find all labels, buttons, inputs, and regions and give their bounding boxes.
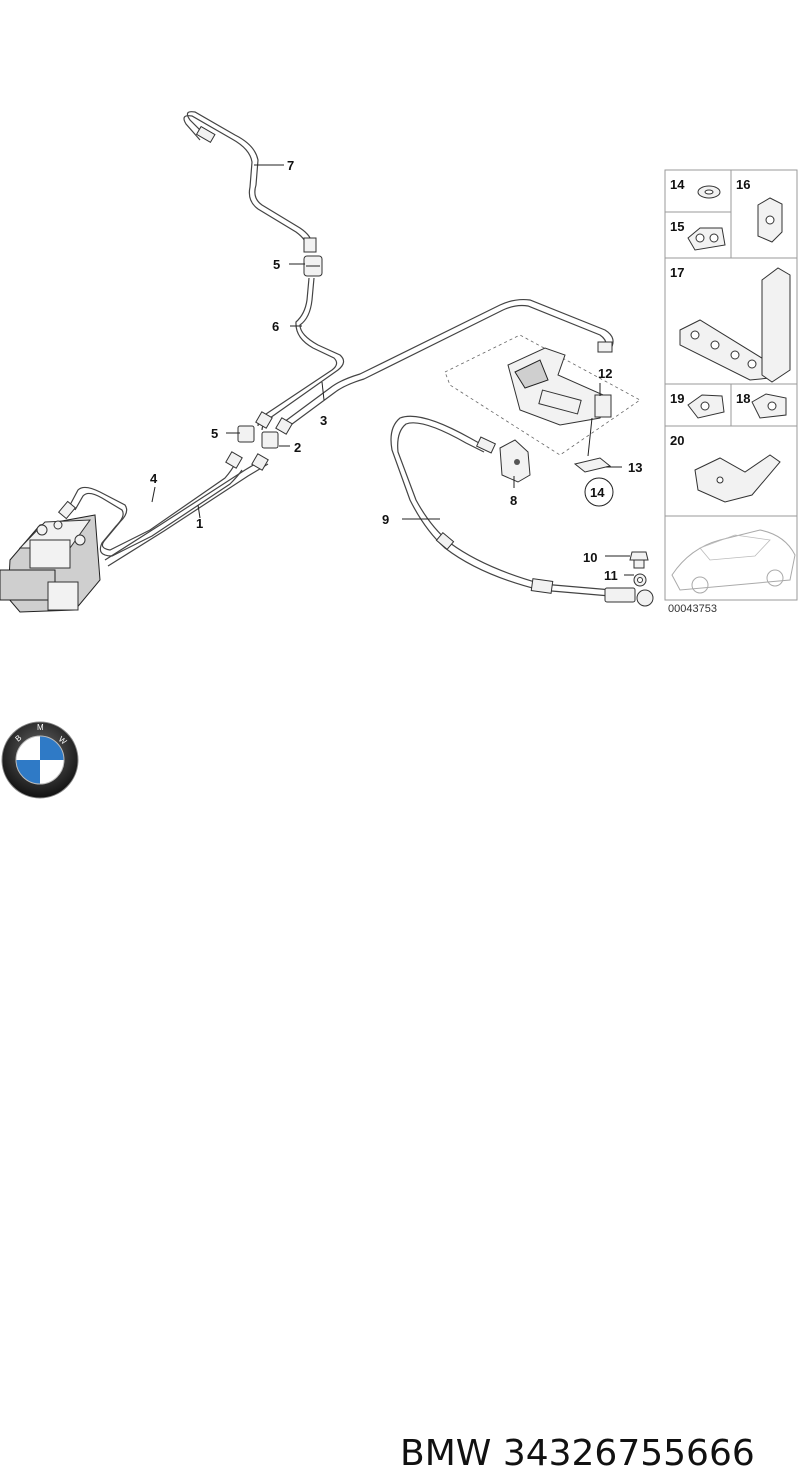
- hose-9-mid-fitting: [435, 531, 455, 551]
- pipe-6: [257, 277, 345, 431]
- hose-9-upper-fitting: [475, 436, 497, 454]
- panel-part-20-bracket: [694, 454, 781, 503]
- car-locator-sketch: [671, 529, 796, 594]
- hose-9-lower-fitting: [530, 578, 654, 607]
- part-number: 34326755666: [502, 1433, 755, 1474]
- callout-12: 12: [598, 366, 612, 381]
- panel-label-20: 20: [670, 433, 684, 448]
- callout-4: 4: [150, 471, 158, 486]
- pipe-fitting-7: [195, 125, 216, 144]
- callout-11: 11: [604, 568, 618, 583]
- panel-part-19-clip: [687, 394, 725, 419]
- image-code: 00043753: [668, 603, 717, 615]
- panel-part-14-nut: [697, 185, 721, 199]
- callout-14-circled: 14: [584, 477, 614, 507]
- leader-lines: [151, 164, 634, 576]
- callout-13: 13: [628, 460, 642, 475]
- bracket-assembly-12: [507, 347, 612, 457]
- fitting-lower-b: [251, 453, 269, 471]
- washer-11: [633, 573, 647, 587]
- clip-13: [573, 457, 612, 473]
- svg-text:W: W: [57, 735, 69, 747]
- svg-text:M: M: [37, 723, 44, 732]
- callout-2: 2: [294, 440, 301, 455]
- callout-9: 9: [382, 512, 389, 527]
- callout-10: 10: [583, 550, 597, 565]
- abs-hydraulic-unit: [0, 514, 101, 613]
- fitting-abs: [57, 500, 77, 520]
- bmw-logo: B M W: [1, 721, 79, 799]
- hose-9: [390, 415, 613, 597]
- panel-part-18-clip: [751, 393, 787, 419]
- bolt-10: [629, 551, 649, 569]
- bracket-8: [499, 439, 531, 483]
- fitting-lower-a: [225, 451, 243, 469]
- callout-3: 3: [320, 413, 327, 428]
- callout-5-upper: 5: [273, 257, 280, 272]
- brand-name: BMW: [400, 1433, 492, 1474]
- callout-7: 7: [287, 158, 294, 173]
- panel-part-17-holder: [679, 267, 791, 383]
- svg-text:B: B: [14, 733, 24, 743]
- panel-label-15: 15: [670, 219, 684, 234]
- pipe-3-end-fitting: [597, 341, 613, 353]
- footer: B M W BMW 34326755666: [0, 700, 800, 1474]
- panel-label-17: 17: [670, 265, 684, 280]
- fittings-5-2: [237, 411, 293, 449]
- callout-5-lower: 5: [211, 426, 218, 441]
- parts-diagram: 7 5 6 3 5 2 4 1 12 13 8 14 9 10 11: [0, 111, 798, 615]
- panel-label-18: 18: [736, 391, 750, 406]
- panel-part-16-clip: [757, 197, 783, 243]
- brand-part-number: BMW 34326755666: [400, 1433, 755, 1474]
- panel-label-14: 14: [670, 177, 685, 192]
- fitting-5-upper: [303, 255, 323, 277]
- callout-6: 6: [272, 319, 279, 334]
- pipe-7: [183, 111, 313, 249]
- panel-label-16: 16: [736, 177, 750, 192]
- panel-label-19: 19: [670, 391, 684, 406]
- panel-part-15-clip: [687, 227, 726, 251]
- pipe-1-4: [69, 457, 269, 567]
- callout-14: 14: [590, 485, 605, 500]
- pipe-fitting-top: [303, 237, 317, 253]
- callout-1: 1: [196, 516, 203, 531]
- callout-8: 8: [510, 493, 517, 508]
